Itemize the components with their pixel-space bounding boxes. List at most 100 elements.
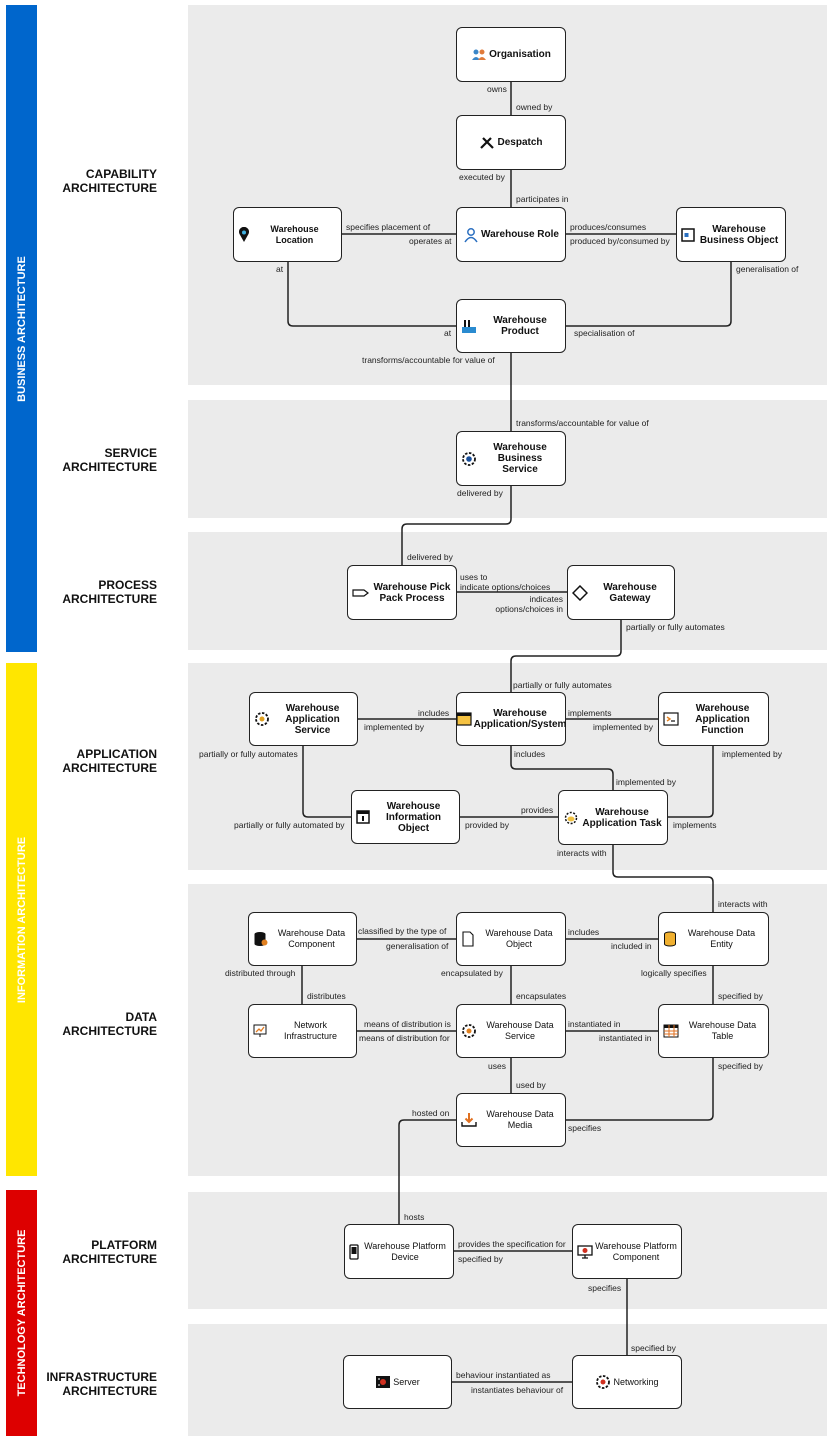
relation-label: partially or fully automates	[199, 749, 298, 759]
relation-label: specifies	[588, 1283, 622, 1293]
node-label: Warehouse Role	[481, 229, 559, 240]
relation-label: partially or fully automated by	[234, 820, 345, 830]
node-label: Warehouse Location	[270, 223, 319, 245]
node-warehouse-data-object[interactable]: Warehouse Data Object	[456, 912, 566, 966]
section-label-process: PROCESS ARCHITECTURE	[62, 578, 157, 606]
service-gear-icon	[461, 451, 477, 467]
node-label: Warehouse Data Media	[486, 1109, 554, 1130]
tools-icon	[479, 136, 495, 150]
node-warehouse-application-function[interactable]: Warehouse Application Function	[658, 692, 769, 746]
node-warehouse-pick-pack-process[interactable]: Warehouse Pick Pack Process	[347, 565, 457, 620]
relation-label: uses	[488, 1061, 506, 1071]
section-label-application: APPLICATION ARCHITECTURE	[62, 747, 157, 775]
relation-label: included in	[611, 941, 652, 951]
node-label: Warehouse Product	[493, 315, 547, 337]
band-technology-architecture: TECHNOLOGY ARCHITECTURE	[6, 1190, 37, 1436]
relation-label: specified by	[718, 991, 763, 1001]
node-warehouse-application-task[interactable]: Warehouse Application Task	[558, 790, 668, 845]
node-label: Despatch	[497, 137, 543, 148]
node-label: Warehouse Business Object	[699, 223, 779, 246]
section-label-platform: PLATFORM ARCHITECTURE	[62, 1238, 157, 1266]
application-window-icon	[455, 712, 472, 726]
relation-label: encapsulated by	[441, 968, 503, 978]
relation-label: includes	[568, 927, 600, 937]
node-warehouse-platform-device[interactable]: Warehouse Platform Device	[344, 1224, 454, 1279]
database-icon	[663, 931, 677, 947]
node-warehouse-data-media[interactable]: Warehouse Data Media	[456, 1093, 566, 1147]
section-label-capability: CAPABILITY ARCHITECTURE	[62, 167, 157, 195]
node-warehouse-location[interactable]: Warehouse Location	[233, 207, 342, 262]
node-warehouse-data-component[interactable]: Warehouse Data Component	[248, 912, 357, 966]
location-pin-icon	[238, 226, 250, 243]
relation-label: produced by/consumed by	[570, 236, 670, 246]
link-appsystem-apptask	[510, 746, 614, 790]
node-warehouse-business-object[interactable]: Warehouse Business Object	[676, 207, 786, 262]
diamond-icon	[572, 584, 588, 601]
business-object-icon	[681, 227, 695, 242]
relation-label: delivered by	[407, 552, 453, 562]
node-warehouse-gateway[interactable]: Warehouse Gateway	[567, 565, 675, 620]
band-business-architecture: BUSINESS ARCHITECTURE	[6, 5, 37, 652]
panel-process	[188, 532, 827, 650]
link-datamedia-platformdevice	[398, 1119, 456, 1224]
relation-label: hosts	[404, 1212, 425, 1222]
relation-label: instantiated in	[568, 1019, 621, 1029]
node-warehouse-platform-component[interactable]: Warehouse Platform Component	[572, 1224, 682, 1279]
mobile-device-icon	[349, 1243, 359, 1260]
app-service-gear-icon	[254, 711, 270, 727]
node-label: Warehouse Application Service	[285, 702, 340, 736]
node-label: Warehouse Data Table	[688, 1020, 757, 1041]
relation-label: indicates options/choices in	[495, 594, 563, 614]
node-organisation[interactable]: Organisation	[456, 27, 566, 82]
relation-label: produces/consumes	[570, 222, 647, 232]
relation-label: executed by	[459, 172, 505, 182]
relation-label: partially or fully automates	[513, 680, 612, 690]
node-label: Warehouse Platform Device	[364, 1240, 446, 1262]
node-warehouse-data-table[interactable]: Warehouse Data Table	[658, 1004, 769, 1058]
node-warehouse-product[interactable]: Warehouse Product	[456, 299, 566, 353]
node-network-infrastructure[interactable]: Network Infrastructure	[248, 1004, 357, 1058]
node-despatch[interactable]: Despatch	[456, 115, 566, 170]
relation-label: implemented by	[593, 722, 654, 732]
link-gateway-appsystem	[510, 620, 622, 692]
section-label-service: SERVICE ARCHITECTURE	[62, 446, 157, 474]
node-label: Warehouse Gateway	[603, 581, 657, 604]
node-label: Server	[393, 1376, 420, 1387]
table-icon	[663, 1024, 679, 1038]
link-datatable-datamedia	[566, 1058, 714, 1121]
node-label: Warehouse Business Service	[493, 442, 547, 475]
database-gear-icon	[253, 931, 269, 947]
link-businessobject-product	[566, 262, 732, 327]
node-warehouse-application-system[interactable]: Warehouse Application/System	[455, 692, 566, 746]
node-warehouse-business-service[interactable]: Warehouse Business Service	[456, 431, 566, 486]
node-warehouse-application-service[interactable]: Warehouse Application Service	[249, 692, 358, 746]
node-label: Warehouse Data Component	[277, 928, 346, 949]
node-label: Warehouse Data Object	[485, 928, 553, 949]
node-label: Warehouse Data Entity	[687, 928, 756, 949]
relation-label: operates at	[409, 236, 452, 246]
relation-label: behaviour instantiated as	[456, 1370, 551, 1380]
relation-label: implements	[568, 708, 612, 718]
relation-label: transforms/accountable for value of	[516, 418, 649, 428]
people-icon	[471, 48, 487, 62]
relation-label: specifies	[568, 1123, 602, 1133]
node-warehouse-role[interactable]: Warehouse Role	[456, 207, 566, 262]
node-label: Warehouse Pick Pack Process	[373, 581, 451, 604]
document-icon	[461, 931, 475, 947]
link-appservice-infoobject	[302, 746, 351, 818]
section-label-data: DATA ARCHITECTURE	[62, 1010, 157, 1038]
process-arrow-icon	[352, 587, 370, 599]
link-businessservice-process	[401, 486, 512, 565]
relation-label: provided by	[465, 820, 509, 830]
node-warehouse-data-entity[interactable]: Warehouse Data Entity	[658, 912, 769, 966]
node-warehouse-data-service[interactable]: Warehouse Data Service	[456, 1004, 566, 1058]
relation-label: implemented by	[364, 722, 425, 732]
relation-label: owned by	[516, 102, 553, 112]
node-server[interactable]: Server	[343, 1355, 452, 1409]
node-networking[interactable]: Networking	[572, 1355, 682, 1409]
relation-label: means of distribution is	[364, 1019, 451, 1029]
node-warehouse-information-object[interactable]: Warehouse Information Object	[351, 790, 460, 844]
relation-label: provides	[521, 805, 554, 815]
relation-label: specified by	[458, 1254, 503, 1264]
